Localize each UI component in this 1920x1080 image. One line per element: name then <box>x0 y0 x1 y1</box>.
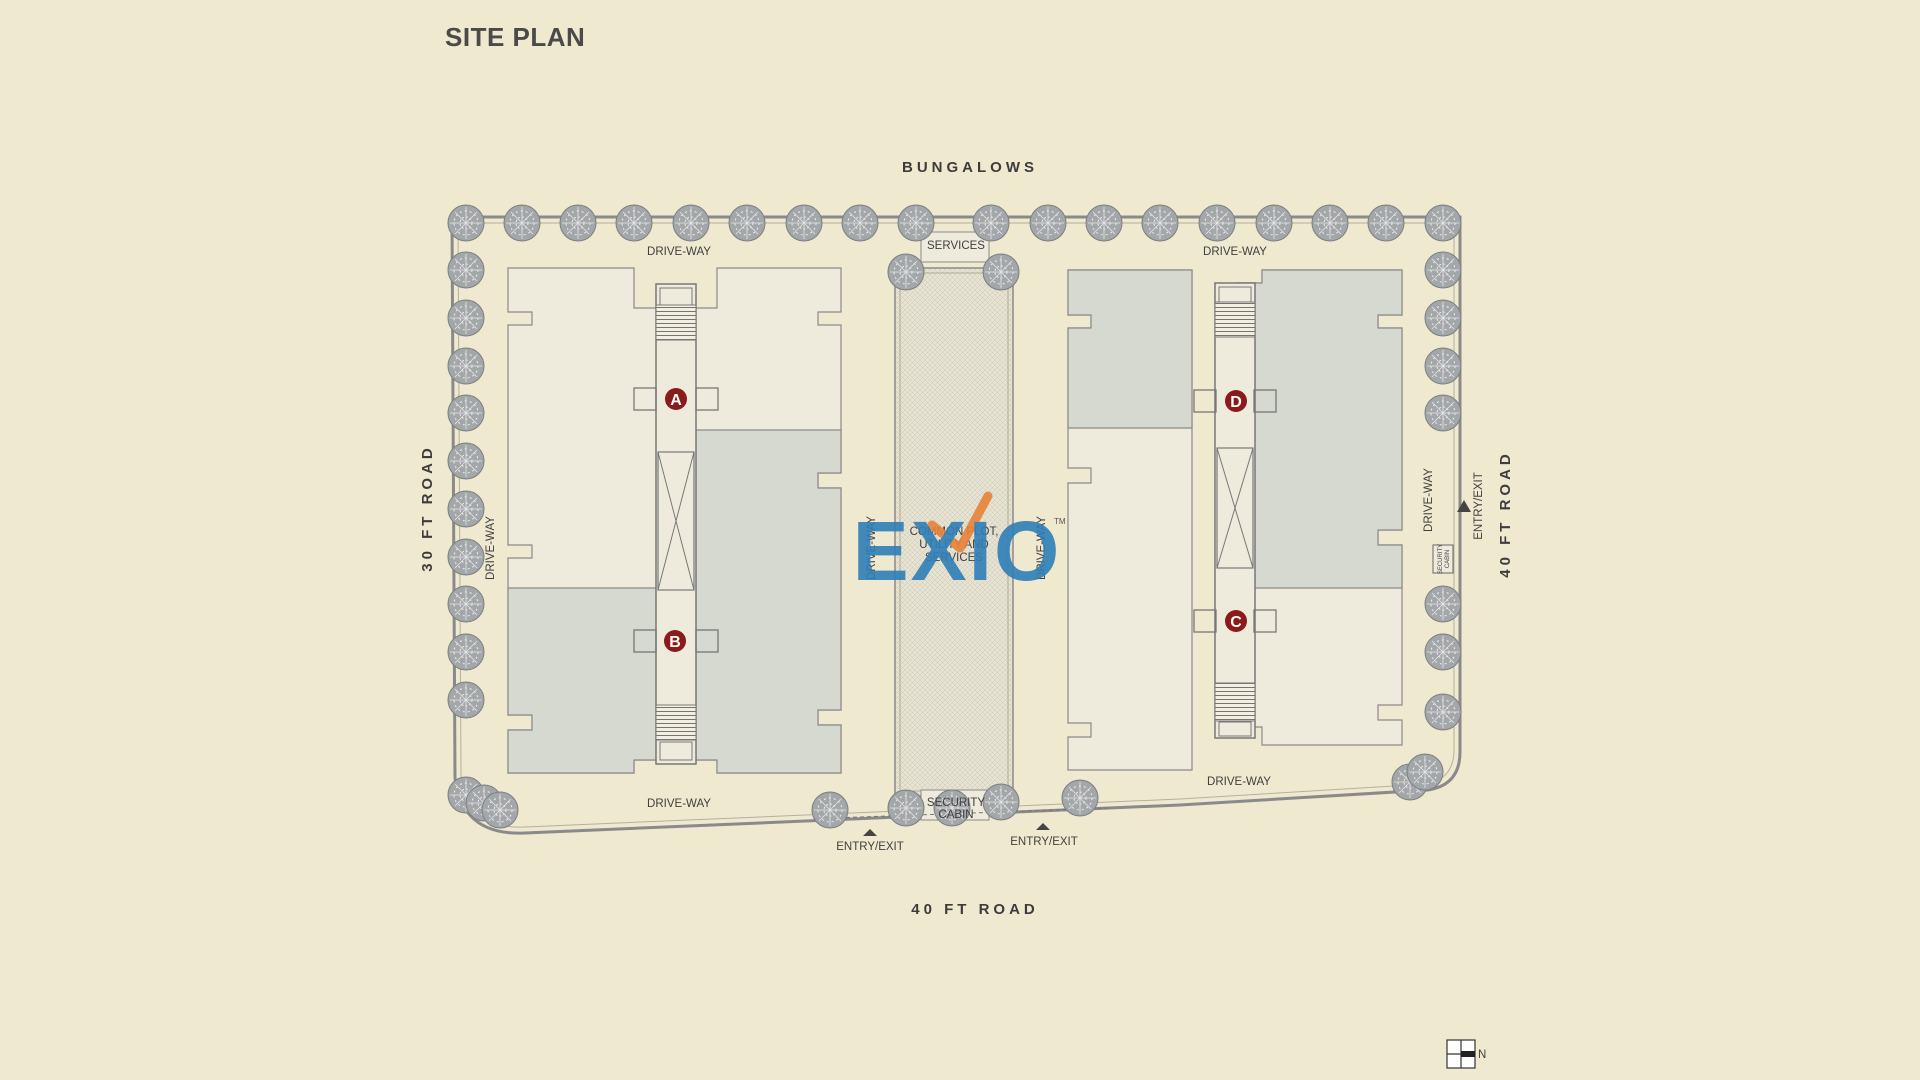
driveway-label-top-right: DRIVE-WAY <box>1203 246 1267 258</box>
driveway-label-bottom-left: DRIVE-WAY <box>647 798 711 810</box>
svg-text:C: C <box>1230 614 1242 631</box>
services-box <box>920 231 990 263</box>
exio-watermark-logo: EXIO TM <box>853 491 1066 598</box>
security-cabin-small-box <box>1432 544 1454 574</box>
entry-exit-marker-left: ENTRY/EXIT <box>836 829 904 853</box>
driveway-label-bottom-right: DRIVE-WAY <box>1207 776 1271 788</box>
security-cabin-small-label: SECURITY CABIN <box>1438 544 1451 574</box>
svg-text:EXIO: EXIO <box>853 504 1062 598</box>
security-cabin-label: SECURITY CABIN <box>927 797 985 821</box>
svg-text:ENTRY/EXIT: ENTRY/EXIT <box>1010 836 1078 848</box>
svg-text:B: B <box>669 634 681 651</box>
tower-marker-a: A <box>665 388 687 410</box>
road-label-top: BUNGALOWS <box>902 159 1038 176</box>
svg-text:SECURITY: SECURITY <box>927 797 985 809</box>
road-label-bottom: 40 FT ROAD <box>911 901 1039 918</box>
road-label-left: 30 FT ROAD <box>419 444 436 572</box>
svg-text:SECURITY: SECURITY <box>1438 544 1444 574</box>
driveway-label-right: DRIVE-WAY <box>1423 468 1435 532</box>
tower-marker-d: D <box>1225 390 1247 412</box>
svg-text:SERVICES: SERVICES <box>925 552 983 564</box>
svg-text:A: A <box>670 392 682 409</box>
tower-block-ab <box>507 267 842 774</box>
services-label: SERVICES <box>927 240 985 252</box>
driveway-label-left: DRIVE-WAY <box>485 516 497 580</box>
north-arrow-icon <box>1446 1039 1476 1069</box>
driveway-label-top-left: DRIVE-WAY <box>647 246 711 258</box>
driveway-label-center-left: DRIVE-WAY <box>866 516 878 580</box>
svg-text:ENTRY/EXIT: ENTRY/EXIT <box>1473 472 1485 540</box>
tower-marker-b: B <box>664 630 686 652</box>
road-label-right: 40 FT ROAD <box>1497 450 1514 578</box>
svg-text:CABIN: CABIN <box>1445 550 1451 568</box>
common-plot-area <box>894 267 1014 797</box>
driveway-label-center-right: DRIVE-WAY <box>1036 516 1048 580</box>
tower-marker-c: C <box>1225 610 1247 632</box>
svg-text:D: D <box>1230 394 1242 411</box>
entry-exit-marker-center: ENTRY/EXIT <box>1010 823 1078 848</box>
page-title: SITE PLAN <box>445 22 586 52</box>
svg-text:ENTRY/EXIT: ENTRY/EXIT <box>836 841 904 853</box>
svg-text:CABIN: CABIN <box>938 809 973 821</box>
entry-exit-marker-right: ENTRY/EXIT <box>1457 472 1485 540</box>
svg-text:TM: TM <box>1054 517 1066 526</box>
tower-block-cd <box>1067 269 1403 771</box>
north-label: N <box>1478 1049 1486 1061</box>
